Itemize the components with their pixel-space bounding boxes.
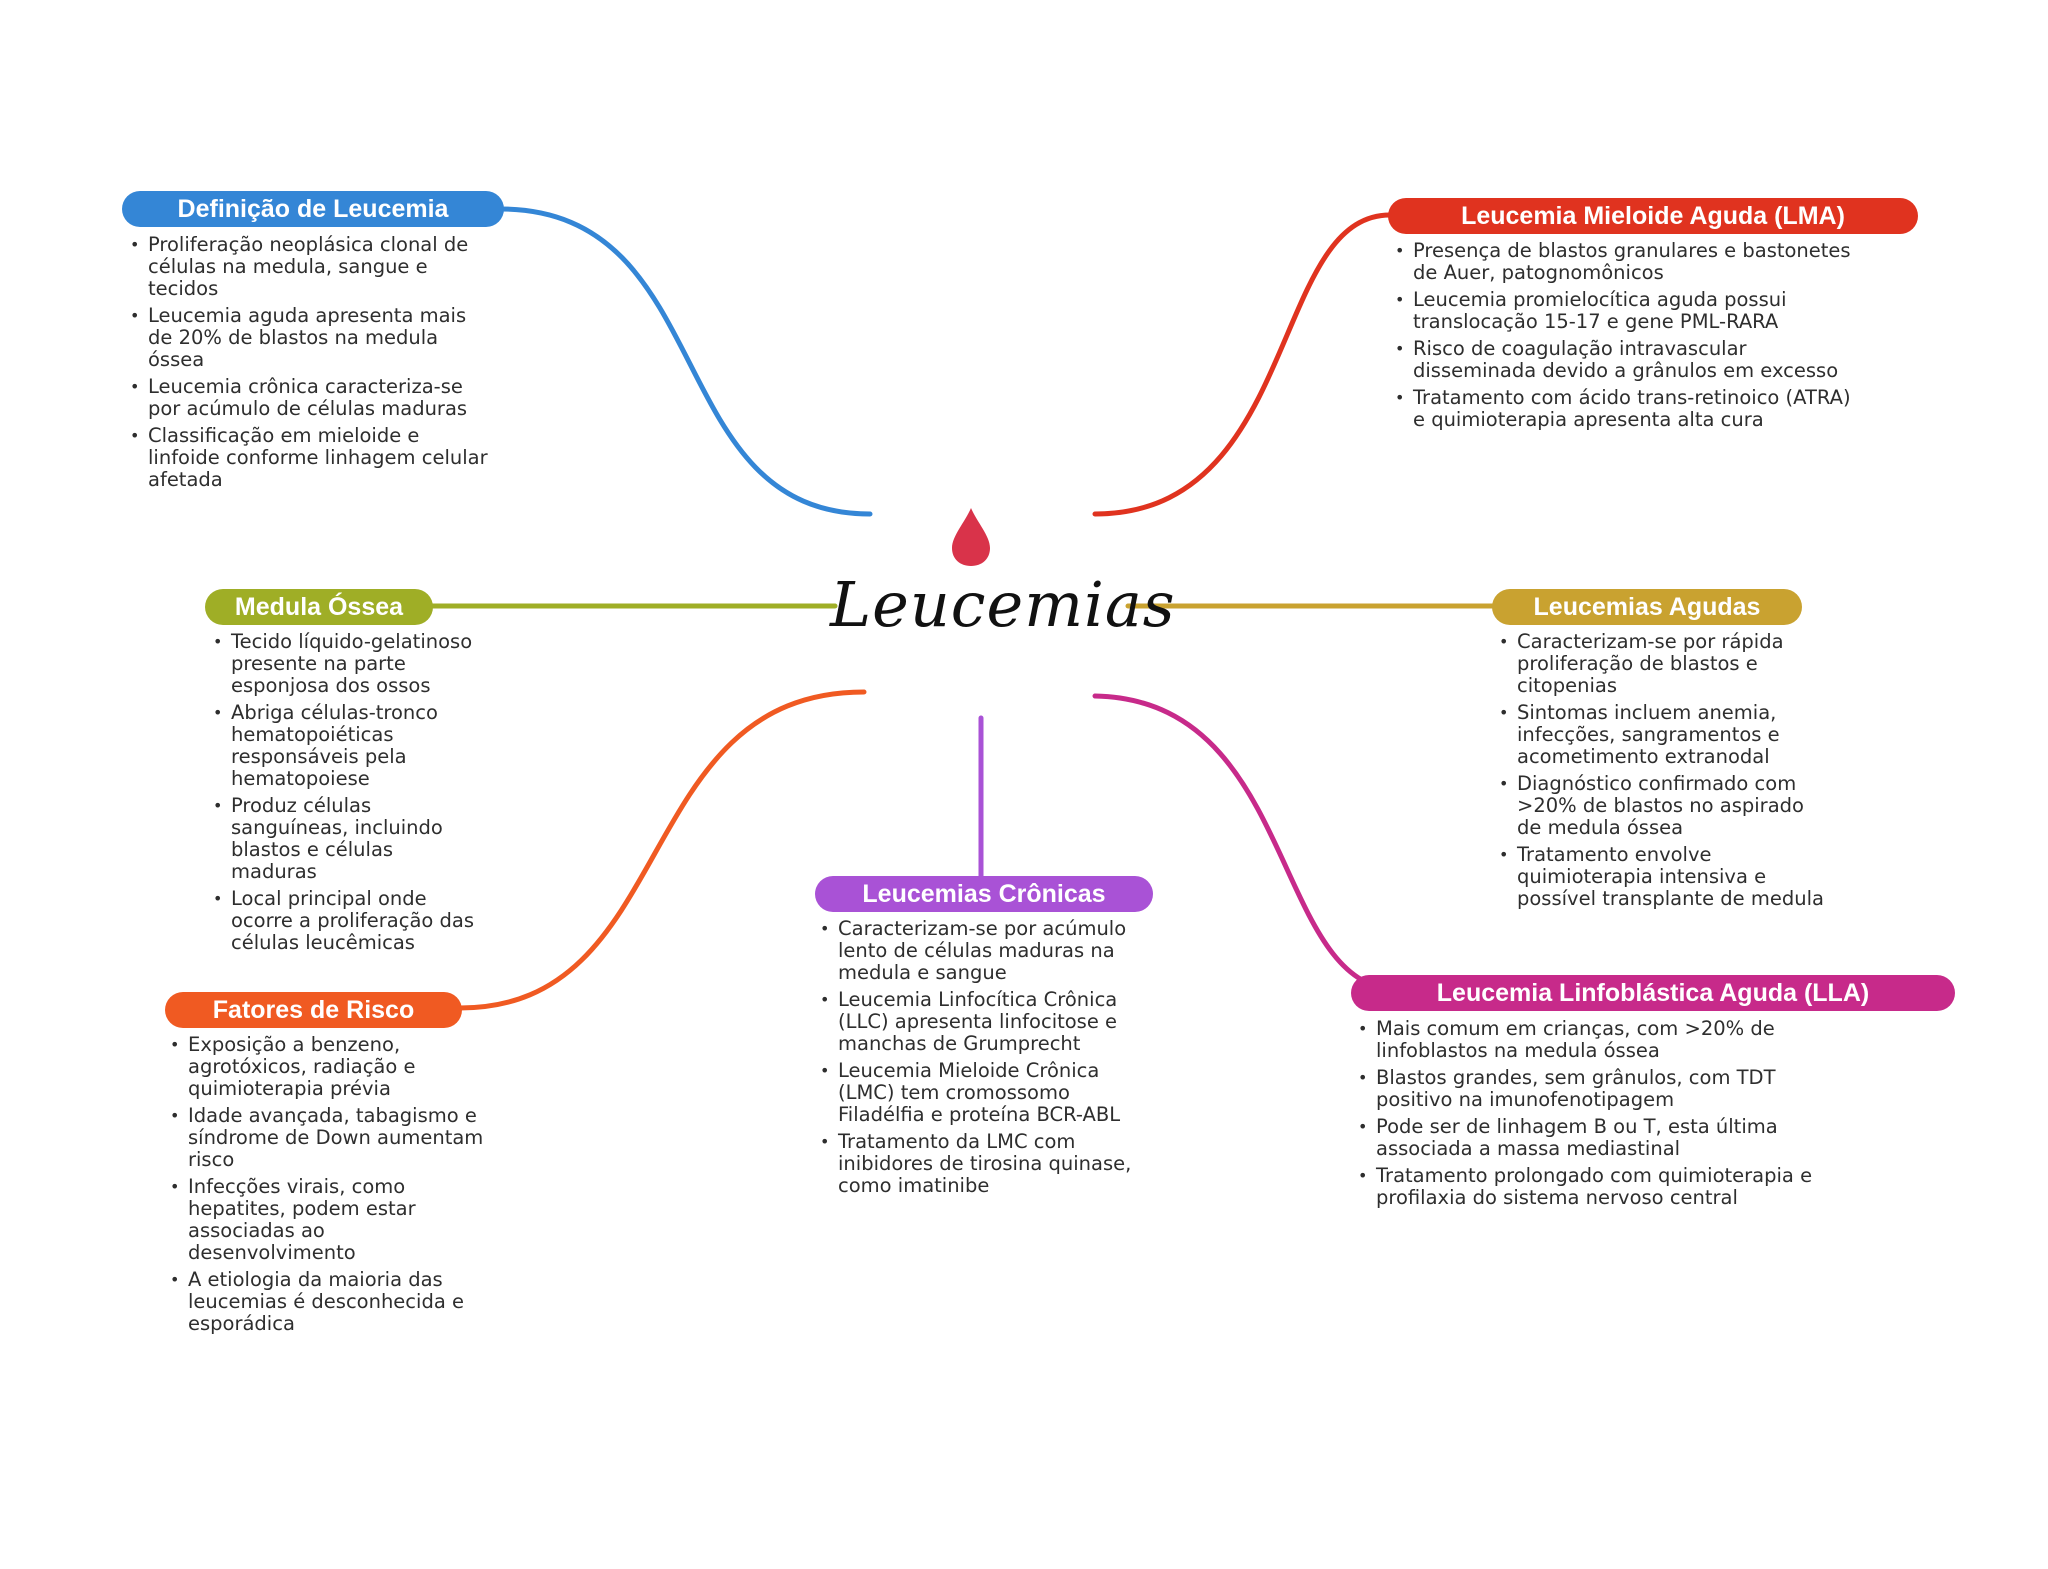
list-item: Presença de blastos granulares e bastone… [1393, 240, 1868, 284]
fatores-list: Exposição a benzeno, agrotóxicos, radiaç… [168, 1034, 488, 1340]
list-item: Leucemia promielocítica aguda possui tra… [1393, 289, 1868, 333]
list-item: Abriga células-tronco hematopoiéticas re… [211, 702, 476, 790]
list-item: Leucemia crônica caracteriza-se por acúm… [128, 376, 490, 420]
list-item: Produz células sanguíneas, incluindo bla… [211, 795, 476, 883]
list-item: Tratamento envolve quimioterapia intensi… [1497, 844, 1825, 910]
list-item: Mais comum em crianças, com >20% de linf… [1356, 1018, 1846, 1062]
topic-lla: Leucemia Linfoblástica Aguda (LLA) [1351, 975, 1955, 1011]
list-item: Leucemia aguda apresenta mais de 20% de … [128, 305, 490, 371]
list-item: Infecções virais, como hepatites, podem … [168, 1176, 488, 1264]
list-item: Tratamento com ácido trans-retinoico (AT… [1393, 387, 1868, 431]
lla-list: Mais comum em crianças, com >20% de linf… [1356, 1018, 1846, 1214]
list-item: Risco de coagulação intravascular dissem… [1393, 338, 1868, 382]
list-item: Tratamento prolongado com quimioterapia … [1356, 1165, 1846, 1209]
blood-drop-icon [952, 508, 990, 566]
topic-fatores: Fatores de Risco [165, 992, 462, 1028]
connector-definicao [497, 206, 873, 517]
list-item: Leucemia Linfocítica Crônica (LLC) apres… [818, 989, 1158, 1055]
list-item: Leucemia Mieloide Crônica (LMC) tem crom… [818, 1060, 1158, 1126]
central-topic: Leucemias [830, 568, 1176, 641]
connector-lla [1092, 693, 1403, 993]
list-item: Local principal onde ocorre a proliferaç… [211, 888, 476, 954]
list-item: Sintomas incluem anemia, infecções, sang… [1497, 702, 1825, 768]
list-item: Caracterizam-se por acúmulo lento de cél… [818, 918, 1158, 984]
definicao-list: Proliferação neoplásica clonal de célula… [128, 234, 490, 496]
connector-fatores [457, 689, 867, 1011]
list-item: Proliferação neoplásica clonal de célula… [128, 234, 490, 300]
list-item: Tratamento da LMC com inibidores de tiro… [818, 1131, 1158, 1197]
list-item: Blastos grandes, sem grânulos, com TDT p… [1356, 1067, 1846, 1111]
list-item: Pode ser de linhagem B ou T, esta última… [1356, 1116, 1846, 1160]
topic-definicao: Definição de Leucemia [122, 191, 504, 227]
agudas-list: Caracterizam-se por rápida proliferação … [1497, 631, 1825, 915]
cronicas-list: Caracterizam-se por acúmulo lento de cél… [818, 918, 1158, 1202]
connector-lma [1092, 212, 1393, 517]
list-item: Tecido líquido-gelatinoso presente na pa… [211, 631, 476, 697]
list-item: Exposição a benzeno, agrotóxicos, radiaç… [168, 1034, 488, 1100]
list-item: Caracterizam-se por rápida proliferação … [1497, 631, 1825, 697]
list-item: Diagnóstico confirmado com >20% de blast… [1497, 773, 1825, 839]
list-item: Classificação em mieloide e linfoide con… [128, 425, 490, 491]
topic-lma: Leucemia Mieloide Aguda (LMA) [1388, 198, 1918, 234]
list-item: A etiologia da maioria das leucemias é d… [168, 1269, 488, 1335]
topic-cronicas: Leucemias Crônicas [815, 876, 1153, 912]
topic-medula: Medula Óssea [205, 589, 433, 625]
medula-list: Tecido líquido-gelatinoso presente na pa… [211, 631, 476, 959]
list-item: Idade avançada, tabagismo e síndrome de … [168, 1105, 488, 1171]
lma-list: Presença de blastos granulares e bastone… [1393, 240, 1868, 436]
topic-agudas: Leucemias Agudas [1492, 589, 1802, 625]
